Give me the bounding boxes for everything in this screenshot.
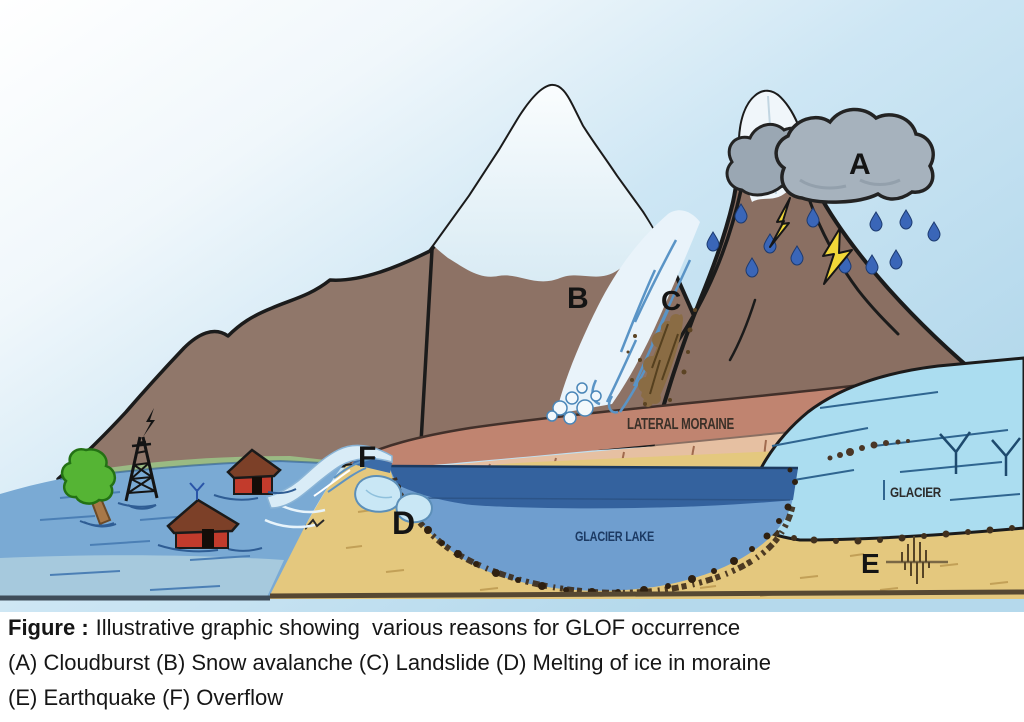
marker-melting-ice: D xyxy=(392,505,415,541)
glof-illustration: LATERAL MORAINE GLACIER GLACIER LAKE A B… xyxy=(0,0,1024,612)
flooded-house-near xyxy=(79,482,240,553)
central-snow-cap xyxy=(434,85,666,282)
label-glacier-lake: GLACIER LAKE xyxy=(575,528,654,544)
ridge-crease xyxy=(798,168,900,336)
left-foothill xyxy=(56,248,434,505)
figure-caption: Figure :Illustrative graphic showing var… xyxy=(8,610,1018,715)
cloudburst-storm xyxy=(706,107,941,285)
ground-baseline xyxy=(0,589,1024,601)
label-lateral-moraine: LATERAL MORAINE xyxy=(627,416,734,433)
foam-streaks xyxy=(264,503,326,529)
landslide xyxy=(626,308,697,407)
glacier-dirt-band xyxy=(827,439,910,461)
marker-cloudburst: A xyxy=(849,148,871,181)
marker-snow-avalanche: B xyxy=(567,282,589,315)
caption-line-3: (E) Earthquake (F) Overflow xyxy=(8,685,284,710)
crevasse-forks xyxy=(939,431,1021,476)
caption-line-2: (A) Cloudburst (B) Snow avalanche (C) La… xyxy=(8,650,771,675)
lightning-icon xyxy=(822,227,853,285)
caption-prefix: Figure : xyxy=(8,615,89,640)
caption-line-1: Figure :Illustrative graphic showing var… xyxy=(8,610,1018,645)
seismograph-icon xyxy=(886,536,948,584)
label-glacier: GLACIER xyxy=(890,484,941,500)
marker-landslide: C xyxy=(661,285,681,316)
glacier-lake xyxy=(389,464,799,596)
spark-icon xyxy=(143,408,155,437)
lightning-icon xyxy=(769,197,791,248)
flooded-house-far xyxy=(213,448,297,552)
antenna-icon xyxy=(189,482,205,500)
cloud-icon xyxy=(774,107,935,204)
marker-overflow: F xyxy=(358,441,376,474)
overflow-stream xyxy=(266,444,393,509)
caption-title: Illustrative graphic showing various rea… xyxy=(95,615,741,640)
tree xyxy=(60,448,117,528)
avalanche-foam xyxy=(546,382,602,425)
marker-earthquake: E xyxy=(861,548,880,579)
moraine-ice-blocks xyxy=(354,475,433,524)
debris-specks xyxy=(626,308,697,406)
glacier xyxy=(739,356,1024,545)
